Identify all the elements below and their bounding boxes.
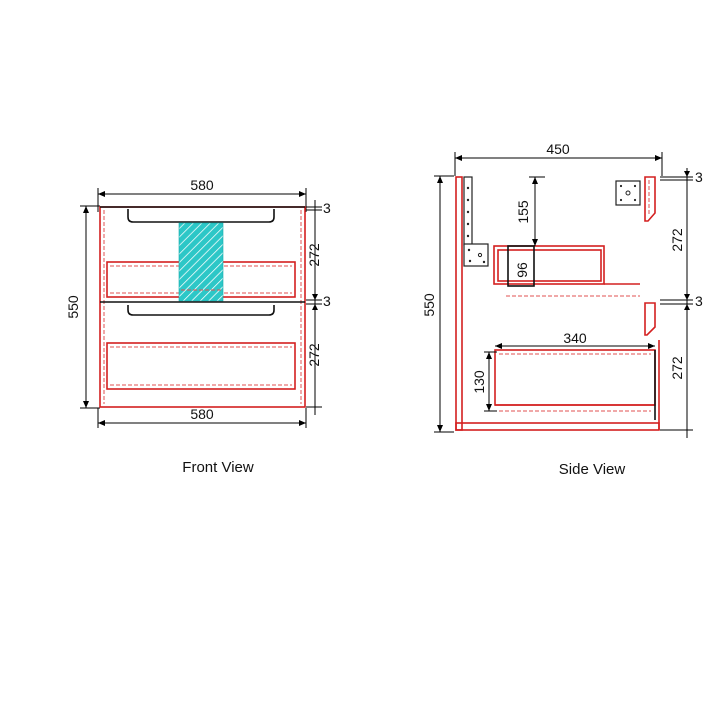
side-gap-mid-label: 3 xyxy=(695,293,703,309)
side-view: 450 550 xyxy=(421,141,703,478)
side-basin-dimension: 155 xyxy=(515,176,545,246)
side-lower-drawer xyxy=(494,349,656,420)
front-bottom-drawer xyxy=(106,305,296,390)
side-depth-dimension: 450 xyxy=(454,141,663,176)
side-top-drawer-front xyxy=(644,176,656,222)
front-width-top-label: 580 xyxy=(190,177,214,193)
side-height-dimension: 550 xyxy=(421,175,454,433)
front-gap-mid-label: 3 xyxy=(323,293,331,309)
front-height-label: 550 xyxy=(65,295,81,319)
front-view: 580 550 xyxy=(65,177,331,476)
front-width-top-dimension: 580 xyxy=(97,177,307,212)
front-view-caption: Front View xyxy=(182,459,254,476)
side-view-caption: Side View xyxy=(559,461,626,478)
side-drawer-inner-height-label: 130 xyxy=(471,370,487,394)
front-drawer-bottom-label: 272 xyxy=(306,343,322,367)
front-right-dimensions: 3 272 3 272 xyxy=(306,200,331,415)
side-wall-bracket xyxy=(463,176,489,267)
side-internal-tray xyxy=(493,245,640,297)
side-drawer-bottom-label: 272 xyxy=(669,356,685,380)
front-drawer-top-label: 272 xyxy=(306,243,322,267)
side-depth-label: 450 xyxy=(546,141,570,157)
side-drawer-height-dimension: 130 xyxy=(471,351,497,412)
front-height-dimension: 550 xyxy=(65,205,100,409)
side-gap-top-label: 3 xyxy=(695,169,703,185)
front-width-bottom-label: 580 xyxy=(190,406,214,422)
side-drawer-depth-dimension: 340 xyxy=(495,330,655,349)
side-bottom-drawer-front xyxy=(644,302,656,336)
side-drawer-depth-label: 340 xyxy=(563,330,587,346)
side-tray-dimension: 96 xyxy=(514,262,530,278)
side-cabinet-body xyxy=(455,176,660,431)
side-tray-height-label: 96 xyxy=(514,262,530,278)
side-right-bracket xyxy=(615,180,641,206)
side-basin-depth-label: 155 xyxy=(515,200,531,224)
front-width-bottom-dimension: 580 xyxy=(97,406,307,428)
side-drawer-top-label: 272 xyxy=(669,228,685,252)
front-waste-pipe xyxy=(178,222,224,302)
side-height-label: 550 xyxy=(421,293,437,317)
side-right-dimensions: 3 272 3 272 xyxy=(660,168,703,438)
front-gap-top-label: 3 xyxy=(323,200,331,216)
